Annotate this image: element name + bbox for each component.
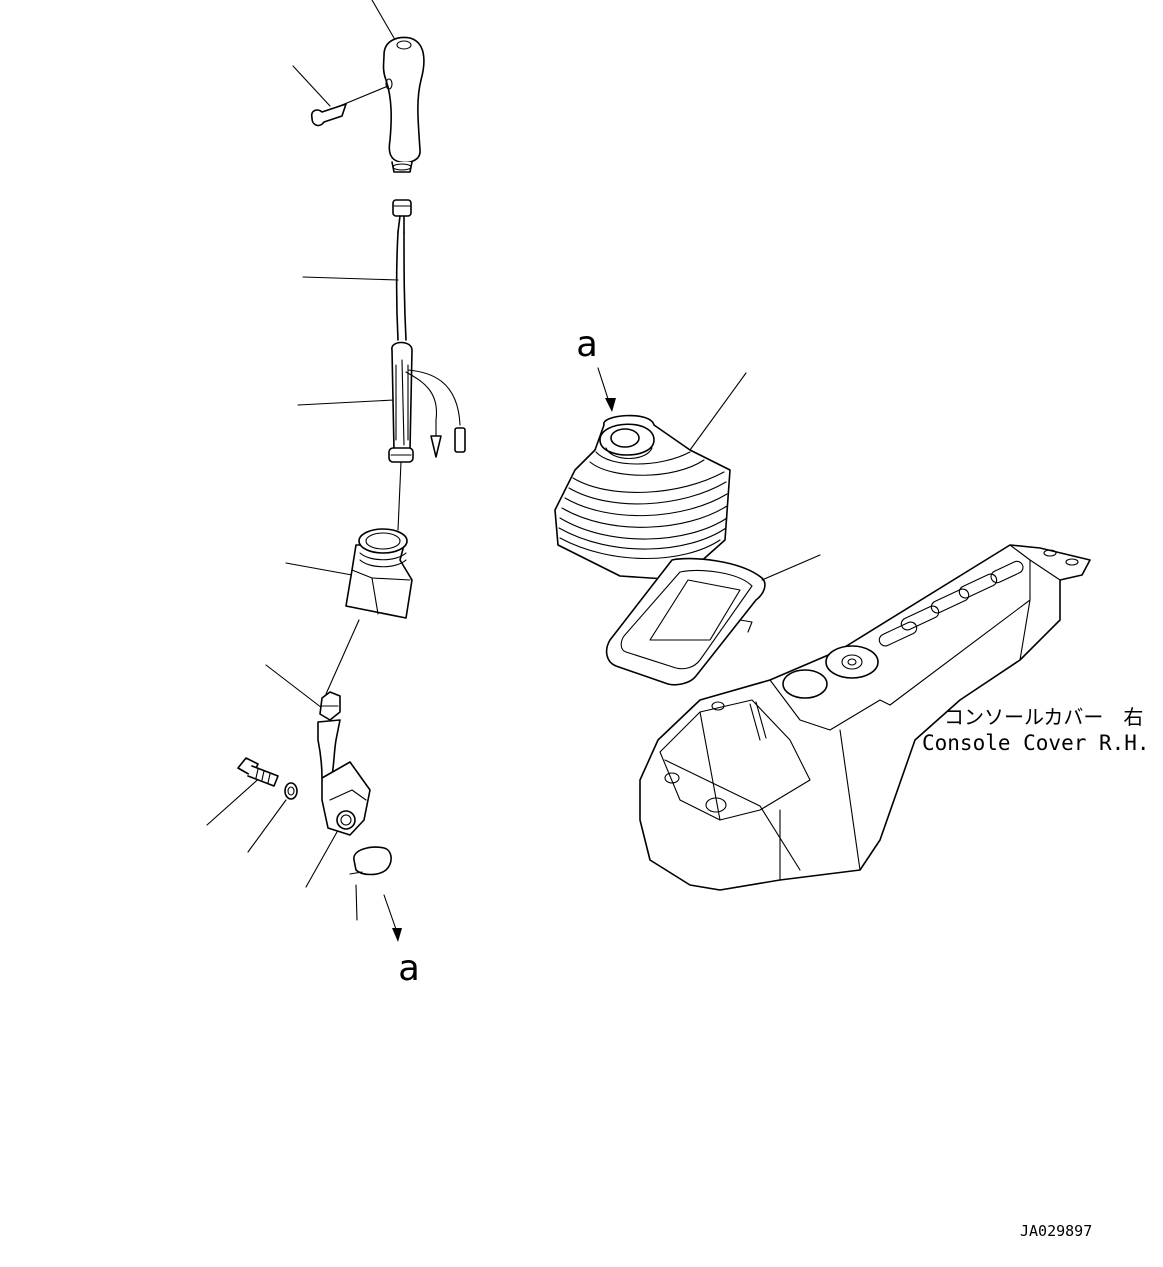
leader-bolt bbox=[206, 774, 264, 826]
control-lever bbox=[317, 691, 371, 836]
leader-frame bbox=[761, 554, 821, 581]
lever-knob bbox=[382, 36, 425, 173]
switch-body bbox=[388, 341, 466, 531]
rubber-boot bbox=[554, 414, 731, 581]
drawing-number: JA029897 bbox=[1020, 1222, 1092, 1240]
leader-lines-left bbox=[206, 0, 399, 921]
leader-boot-holder bbox=[285, 562, 353, 576]
boot-frame bbox=[605, 557, 766, 686]
leader-bracket bbox=[305, 831, 338, 888]
part-label-jp: コンソールカバー 右 bbox=[944, 705, 1143, 729]
ref-arrow-top bbox=[597, 367, 616, 412]
clip bbox=[349, 846, 392, 876]
switch-wire bbox=[392, 199, 412, 341]
bolt bbox=[237, 757, 279, 787]
leader-boot bbox=[689, 372, 747, 451]
ref-marker-bottom: a bbox=[398, 948, 420, 989]
part-label-en: Console Cover R.H. bbox=[922, 731, 1150, 755]
ref-arrow-bottom bbox=[383, 894, 402, 942]
leader-screw bbox=[292, 65, 331, 107]
leader-clip bbox=[355, 884, 358, 921]
console-cover bbox=[639, 544, 1091, 891]
knob-screw bbox=[310, 85, 389, 127]
leader-switch-body bbox=[297, 399, 395, 406]
boot-holder bbox=[325, 528, 413, 695]
washer bbox=[284, 782, 298, 800]
leader-lever bbox=[265, 664, 323, 709]
leader-knob bbox=[371, 0, 395, 39]
leader-wire bbox=[302, 276, 399, 281]
ref-marker-top: a bbox=[576, 324, 598, 365]
leader-washer bbox=[247, 799, 287, 853]
